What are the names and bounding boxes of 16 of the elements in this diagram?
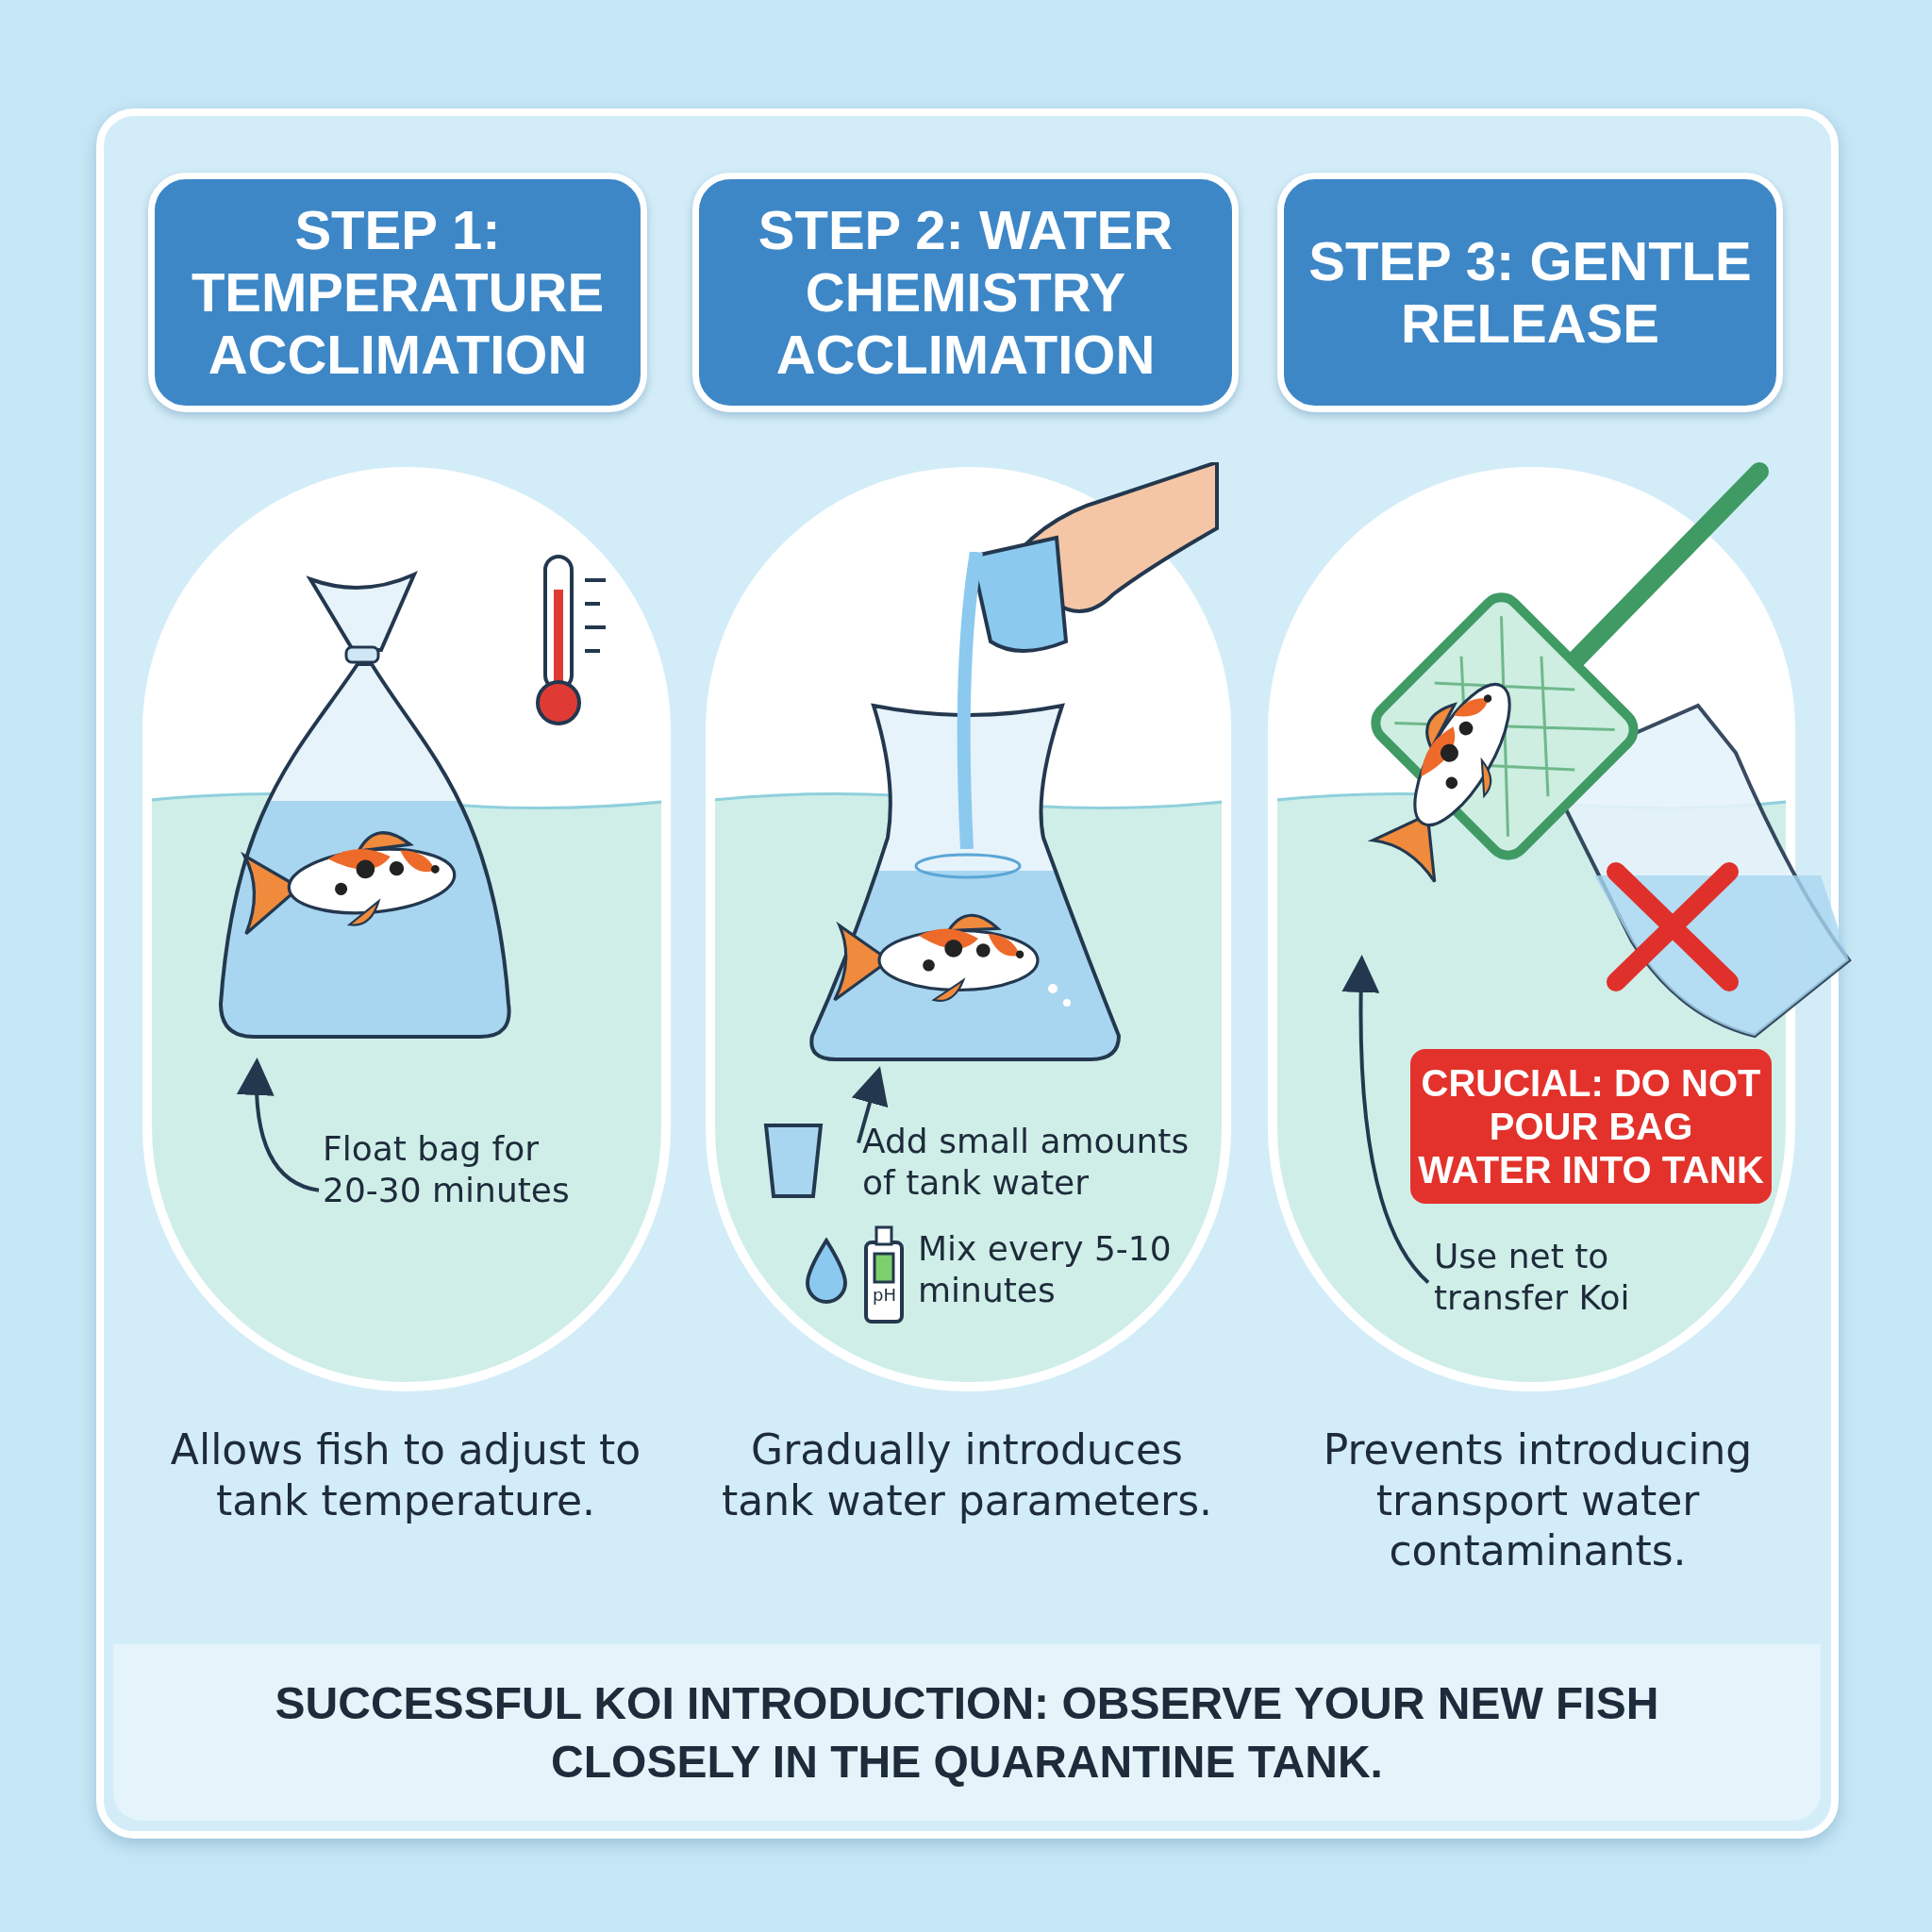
instruction-text: Float bag for 20-30 minutes xyxy=(323,1128,580,1217)
step-header: STEP 2: WATER CHEMISTRY ACCLIMATION xyxy=(692,173,1239,412)
instruction-text: Use net to transfer Koi xyxy=(1434,1236,1646,1321)
arrow xyxy=(851,1066,889,1144)
caption: Allows fish to adjust to tank temperature. xyxy=(169,1424,642,1526)
instruction-text: Mix every 5-10 minutes xyxy=(918,1228,1174,1317)
footer-banner: SUCCESSFUL KOI INTRODUCTION: OBSERVE YOUR NEW FISH CLOSELY IN THE QUARANTINE TANK. xyxy=(113,1644,1821,1821)
caption: Gradually introduces tank water parameters. xyxy=(720,1424,1214,1526)
arrow xyxy=(237,1058,320,1192)
step-header: STEP 1: TEMPERATURE ACCLIMATION xyxy=(148,173,647,412)
ph-label: pH xyxy=(872,1285,897,1307)
caption: Prevents introducing transport water contaminants. xyxy=(1322,1424,1754,1577)
step-header: STEP 3: GENTLE RELEASE xyxy=(1277,173,1783,412)
arrow xyxy=(1341,955,1430,1284)
instruction-text: Add small amounts of tank water xyxy=(862,1121,1193,1209)
warning-callout: CRUCIAL: DO NOT POUR BAG WATER INTO TANK xyxy=(1410,1049,1772,1204)
